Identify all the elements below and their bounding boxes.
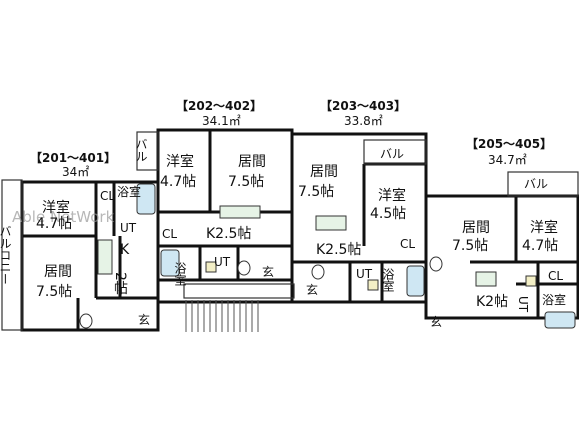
unit-205-balcony: バル [524, 177, 548, 191]
unit-202-area: 34.1㎡ [202, 114, 241, 128]
unit-203-living: 居間 [310, 164, 338, 180]
balconies [1, 131, 579, 331]
unit-201-bath: 浴室 [117, 184, 141, 199]
unit-201-balcony: バルコニー [0, 225, 12, 285]
unit-205-title: 【205～405】 [466, 136, 552, 151]
unit-205-living: 居間 [462, 220, 490, 236]
unit-201-living-size: 7.5帖 [36, 284, 72, 300]
unit-201-entrance: 玄 [138, 312, 150, 327]
unit-205-living-size: 7.5帖 [452, 238, 488, 254]
unit-201-western-size: 4.7帖 [36, 216, 72, 232]
unit-202-title: 【202～402】 [176, 98, 262, 113]
unit-201-utility: UT [120, 221, 137, 235]
unit-201-area: 34㎡ [62, 165, 89, 179]
unit-203-entrance: 玄 [306, 282, 318, 297]
unit-201-closet: CL [100, 189, 115, 203]
unit-203-western-size: 4.5帖 [370, 206, 406, 222]
unit-202-bath: 浴室 [173, 262, 187, 286]
kitchen-units [97, 205, 497, 287]
unit-203-living-size: 7.5帖 [298, 184, 334, 200]
unit-202-western: 洋室 [166, 153, 194, 170]
watermark: Able NetWork [12, 208, 115, 226]
unit-202-living: 居間 [238, 154, 266, 170]
unit-203-closet: CL [400, 237, 415, 251]
unit-202-closet: CL [162, 227, 177, 241]
unit-201-living: 居間 [44, 264, 72, 280]
unit-201-kitchen-size: 2帖 [112, 272, 128, 295]
stairs [185, 300, 259, 332]
unit-205-closet: CL [548, 269, 563, 283]
unit-205-utility: UT [516, 296, 530, 313]
unit-202-kitchen: K2.5帖 [206, 226, 251, 242]
unit-202-balcony: バル [134, 138, 148, 162]
unit-203-title: 【203～403】 [320, 98, 406, 113]
unit-203-area: 33.8㎡ [344, 114, 383, 128]
unit-201-kitchen: K [120, 242, 130, 258]
unit-205-entrance: 玄 [430, 314, 442, 329]
unit-203-western: 洋室 [378, 187, 406, 204]
unit-203-utility: UT [356, 267, 373, 281]
unit-205-bath: 浴室 [542, 292, 566, 307]
unit-205-western: 洋室 [530, 219, 558, 236]
unit-203-balcony: バル [380, 147, 404, 161]
unit-205-western-size: 4.7帖 [522, 238, 558, 254]
unit-203-bath: 浴室 [381, 268, 395, 292]
unit-202-entrance: 玄 [262, 264, 274, 279]
unit-201-title: 【201～401】 [30, 150, 116, 165]
unit-202-western-size: 4.7帖 [160, 174, 196, 190]
bathtubs [136, 183, 576, 329]
washers [205, 261, 537, 291]
unit-205-kitchen: K2帖 [476, 294, 508, 310]
toilets [79, 256, 443, 329]
unit-205-area: 34.7㎡ [488, 153, 527, 167]
unit-201-western: 洋室 [42, 199, 70, 216]
unit-203-kitchen: K2.5帖 [316, 242, 361, 258]
unit-202-living-size: 7.5帖 [228, 174, 264, 190]
unit-202-utility: UT [214, 255, 231, 269]
